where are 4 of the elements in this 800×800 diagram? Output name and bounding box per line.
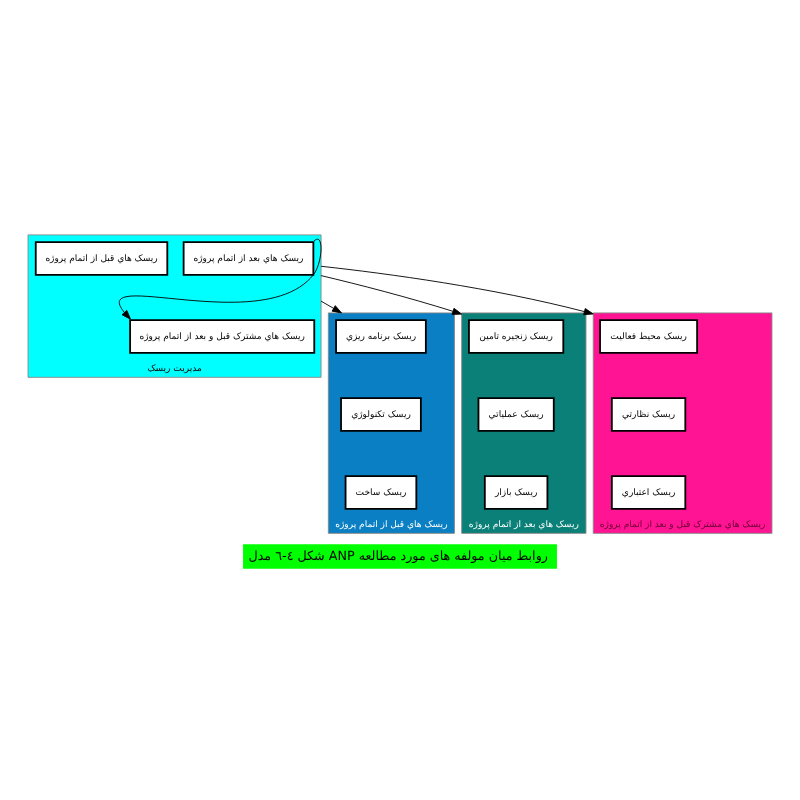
arrow bbox=[320, 275, 463, 315]
arrow bbox=[118, 238, 322, 320]
arrow bbox=[320, 300, 342, 314]
arrow bbox=[320, 265, 594, 316]
